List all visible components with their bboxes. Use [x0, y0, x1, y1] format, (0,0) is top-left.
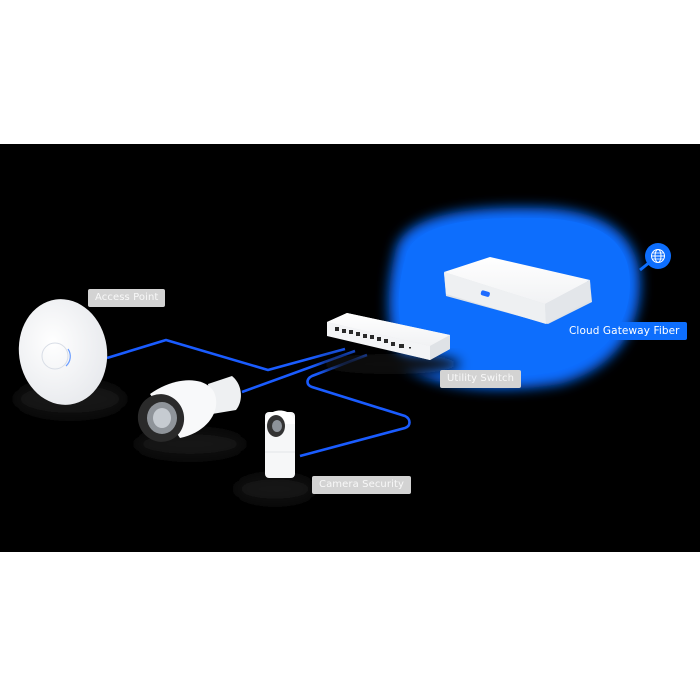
cable-bullet-camera: [241, 349, 356, 394]
dome-camera-device[interactable]: [235, 410, 315, 504]
label-camera-security: Camera Security: [312, 476, 411, 494]
cable-access-point: [106, 338, 346, 372]
label-utility-switch: Utility Switch: [440, 370, 522, 388]
utility-switch-device[interactable]: [320, 313, 460, 374]
diagram-canvas: Access Point Utility Switch Camera Secur…: [0, 144, 700, 552]
globe-icon[interactable]: [645, 243, 671, 269]
access-point-device[interactable]: [12, 293, 125, 417]
bullet-camera-device[interactable]: [131, 376, 245, 458]
cable-dome-camera: [299, 353, 411, 458]
label-access-point: Access Point: [88, 289, 166, 307]
cloud-gateway-device[interactable]: [444, 257, 592, 324]
label-cloud-gateway-fiber: Cloud Gateway Fiber: [562, 322, 687, 340]
